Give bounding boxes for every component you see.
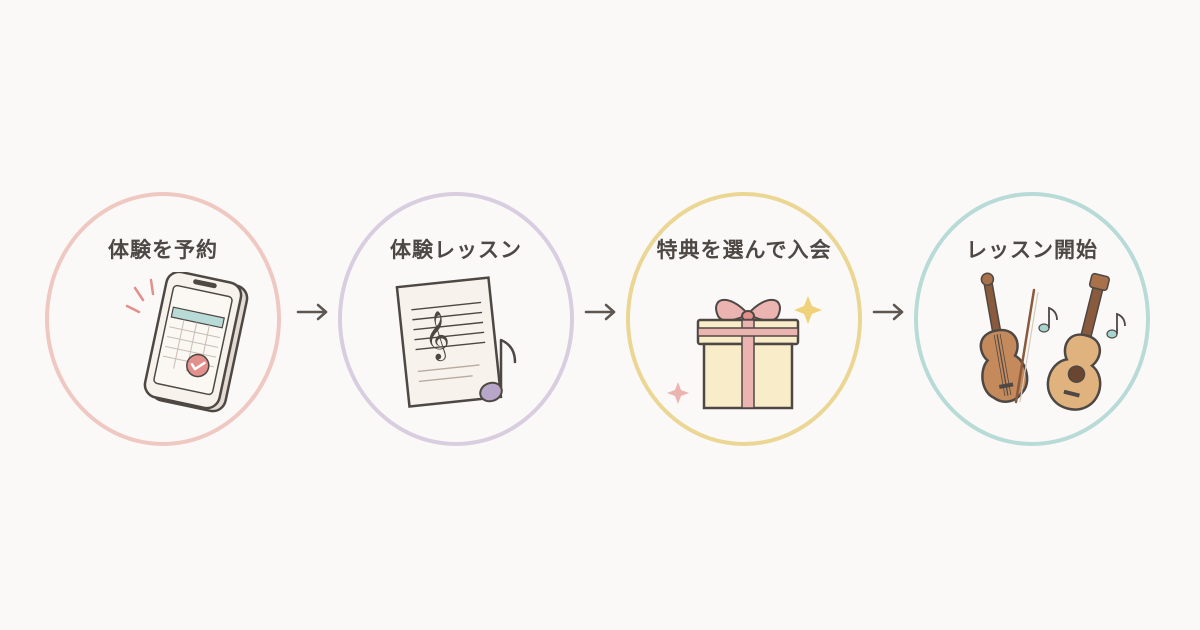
sheet-music-icon: 𝄞	[395, 276, 517, 408]
step-lesson-start: レッスン開始	[914, 192, 1150, 446]
step-choose-benefit: 特典を選んで入会	[626, 192, 862, 446]
arrow-right-icon	[584, 302, 618, 322]
step-label: レッスン開始	[966, 238, 1098, 262]
svg-text:𝄞: 𝄞	[422, 309, 452, 362]
step-label: 特典を選んで入会	[656, 238, 832, 262]
step-label: 体験レッスン	[390, 238, 522, 262]
step-trial-lesson: 体験レッスン 𝄞	[338, 192, 574, 446]
arrow-right-icon	[296, 302, 330, 322]
arrow-right-icon	[872, 302, 906, 322]
phone-calendar-icon	[125, 272, 249, 413]
gift-box-icon	[667, 296, 822, 410]
step-book-trial: 体験を予約	[45, 192, 281, 446]
step-label: 体験を予約	[108, 238, 218, 262]
violin-guitar-icon	[979, 272, 1126, 411]
